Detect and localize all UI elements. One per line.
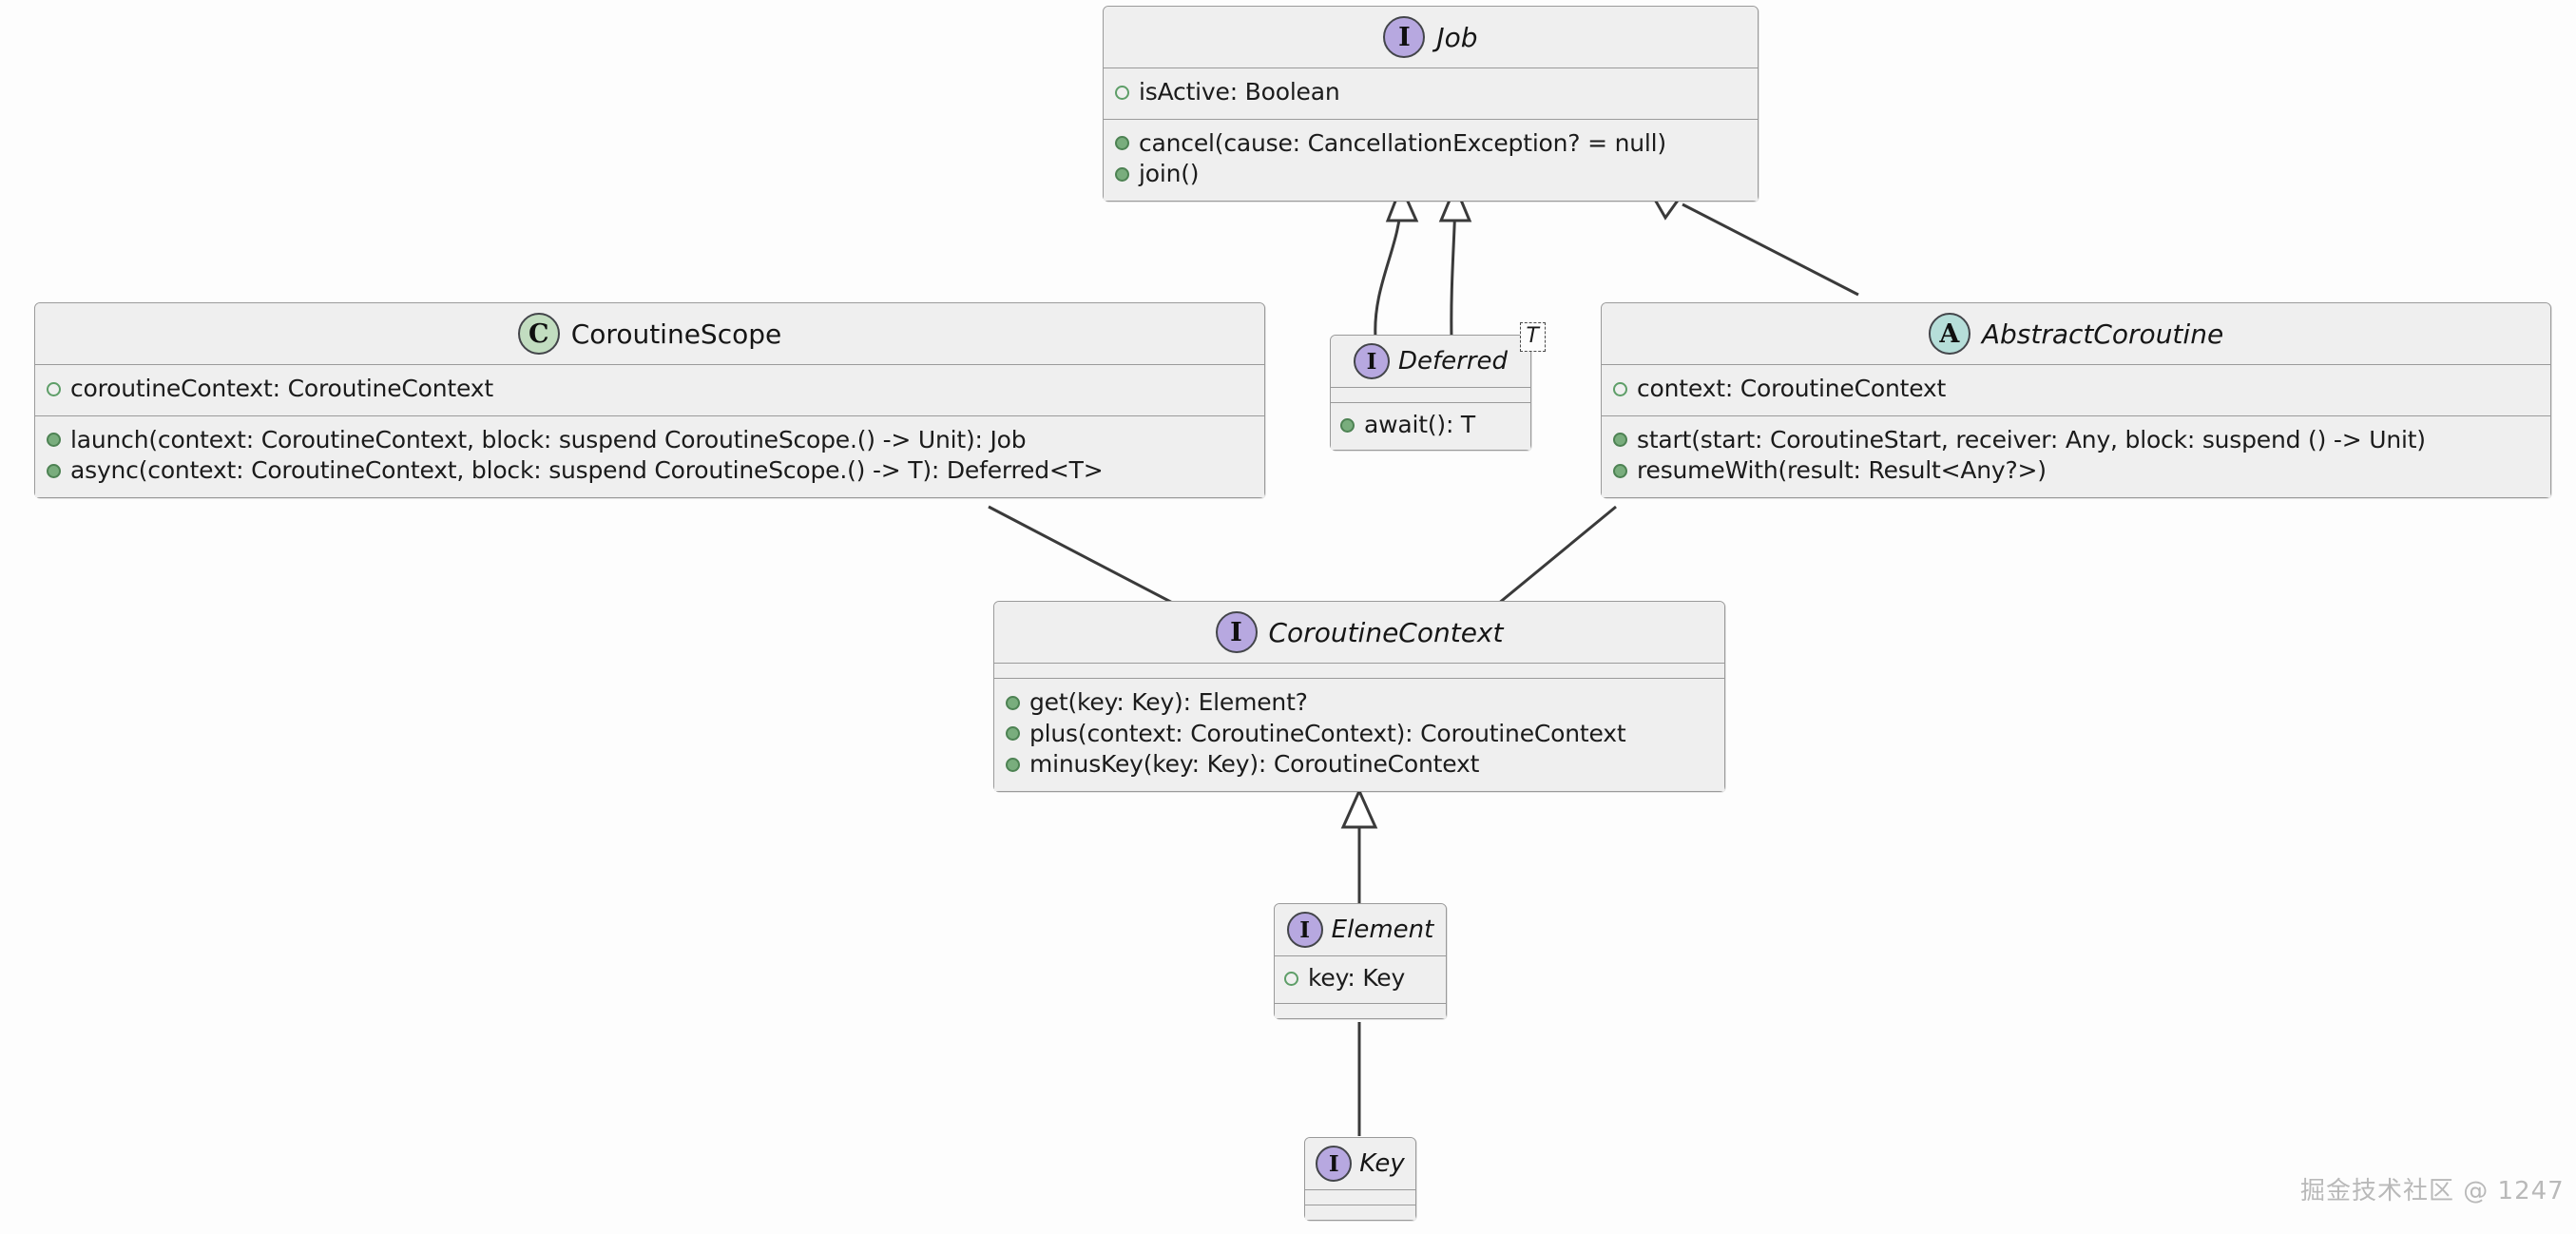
interface-icon: I [1316, 1146, 1353, 1182]
generic-type-parameter: T [1519, 322, 1546, 353]
fields-compartment-abstractcoroutine: context: CoroutineContext [1602, 364, 2550, 415]
method-label: plus(context: CoroutineContext): Corouti… [1029, 719, 1626, 747]
visibility-public-field-icon [47, 381, 61, 396]
class-title-deferred: Deferred [1397, 347, 1509, 376]
visibility-public-method-icon [1006, 726, 1020, 742]
class-header-abstractcoroutine: A AbstractCoroutine [1602, 303, 2550, 364]
method-label: async(context: CoroutineContext, block: … [70, 456, 1104, 484]
fields-compartment-coroutinescope: coroutineContext: CoroutineContext [35, 364, 1264, 415]
methods-compartment-coroutinecontext: get(key: Key): Element? plus(context: Co… [994, 678, 1724, 791]
class-box-key[interactable]: I Key [1304, 1137, 1416, 1221]
edge-deferred-to-job-a [1374, 183, 1419, 338]
method-label: resumeWith(result: Result<Any?>) [1637, 456, 2047, 484]
method-row: get(key: Key): Element? [1006, 687, 1713, 719]
visibility-public-method-icon [47, 463, 61, 478]
watermark-text: 掘金技术社区 @ 1247 [2300, 1177, 2565, 1205]
fields-compartment-coroutinecontext [994, 663, 1724, 678]
class-title-key: Key [1359, 1149, 1405, 1178]
fields-compartment-element: key: Key [1275, 955, 1446, 1003]
visibility-public-method-icon [1340, 417, 1355, 433]
class-title-abstractcoroutine: AbstractCoroutine [1981, 318, 2224, 350]
interface-icon: I [1215, 611, 1258, 653]
visibility-public-method-icon [1115, 166, 1129, 182]
class-box-element[interactable]: I Element key: Key [1274, 903, 1447, 1019]
class-box-coroutinescope[interactable]: C CoroutineScope coroutineContext: Corou… [34, 302, 1265, 498]
method-label: launch(context: CoroutineContext, block:… [70, 425, 1027, 453]
visibility-public-field-icon [1115, 85, 1129, 100]
field-label: key: Key [1308, 964, 1406, 992]
fields-compartment-deferred [1331, 387, 1530, 402]
method-label: minusKey(key: Key): CoroutineContext [1029, 750, 1480, 778]
method-label: join() [1139, 160, 1200, 187]
method-row: plus(context: CoroutineContext): Corouti… [1006, 719, 1713, 750]
methods-compartment-deferred: await(): T [1331, 402, 1530, 450]
fields-compartment-key [1305, 1189, 1415, 1205]
method-label: await(): T [1364, 411, 1475, 438]
visibility-public-method-icon [1613, 463, 1627, 478]
class-title-coroutinecontext: CoroutineContext [1268, 616, 1504, 648]
class-box-coroutinecontext[interactable]: I CoroutineContext get(key: Key): Elemen… [993, 601, 1725, 792]
class-header-job: I Job [1104, 7, 1758, 67]
method-row: await(): T [1340, 410, 1521, 441]
methods-compartment-element [1275, 1002, 1446, 1018]
method-label: cancel(cause: CancellationException? = n… [1139, 128, 1666, 157]
visibility-public-method-icon [1115, 136, 1129, 151]
class-header-coroutinecontext: I CoroutineContext [994, 602, 1724, 663]
edge-coroutinescope-to-coroutinecontext [988, 505, 1184, 610]
method-row: cancel(cause: CancellationException? = n… [1115, 128, 1746, 160]
method-row: launch(context: CoroutineContext, block:… [47, 425, 1253, 456]
edge-abstractcoroutine-to-job [1644, 184, 1859, 297]
visibility-public-field-icon [1284, 971, 1298, 986]
edge-element-to-coroutinecontext [1340, 787, 1378, 903]
visibility-public-method-icon [1006, 695, 1020, 710]
visibility-public-method-icon [1006, 757, 1020, 772]
methods-compartment-job: cancel(cause: CancellationException? = n… [1104, 118, 1758, 201]
field-label: coroutineContext: CoroutineContext [70, 375, 493, 402]
field-row: key: Key [1284, 963, 1436, 994]
visibility-public-method-icon [1613, 433, 1627, 448]
class-box-job[interactable]: I Job isActive: Boolean cancel(cause: Ca… [1103, 6, 1759, 202]
methods-compartment-abstractcoroutine: start(start: CoroutineStart, receiver: A… [1602, 415, 2550, 497]
method-label: start(start: CoroutineStart, receiver: A… [1637, 425, 2426, 453]
class-icon: C [517, 313, 560, 355]
field-row: context: CoroutineContext [1613, 374, 2539, 405]
class-title-element: Element [1331, 916, 1434, 944]
fields-compartment-job: isActive: Boolean [1104, 67, 1758, 119]
class-box-deferred[interactable]: T I Deferred await(): T [1330, 322, 1546, 451]
method-row: start(start: CoroutineStart, receiver: A… [1613, 425, 2539, 456]
edge-abstractcoroutine-to-coroutinecontext [1491, 505, 1617, 610]
interface-icon: I [1353, 343, 1390, 379]
visibility-public-method-icon [47, 433, 61, 448]
methods-compartment-coroutinescope: launch(context: CoroutineContext, block:… [35, 415, 1264, 497]
class-header-deferred: I Deferred [1331, 336, 1530, 387]
field-label: context: CoroutineContext [1637, 375, 1947, 402]
interface-icon: I [1286, 912, 1323, 948]
method-row: resumeWith(result: Result<Any?>) [1613, 455, 2539, 487]
method-row: minusKey(key: Key): CoroutineContext [1006, 749, 1713, 781]
visibility-public-field-icon [1613, 381, 1627, 396]
class-title-job: Job [1436, 21, 1478, 53]
interface-icon: I [1383, 16, 1426, 58]
method-row: async(context: CoroutineContext, block: … [47, 455, 1253, 487]
class-box-abstractcoroutine[interactable]: A AbstractCoroutine context: CoroutineCo… [1601, 302, 2551, 498]
class-header-key: I Key [1305, 1138, 1415, 1189]
field-row: coroutineContext: CoroutineContext [47, 374, 1253, 405]
class-title-coroutinescope: CoroutineScope [570, 318, 782, 350]
field-label: isActive: Boolean [1139, 78, 1340, 106]
abstract-class-icon: A [1928, 313, 1970, 355]
method-label: get(key: Key): Element? [1029, 688, 1308, 716]
class-header-element: I Element [1275, 904, 1446, 955]
edge-deferred-to-job-b [1438, 183, 1472, 338]
methods-compartment-key [1305, 1205, 1415, 1220]
class-header-coroutinescope: C CoroutineScope [35, 303, 1264, 364]
method-row: join() [1115, 159, 1746, 190]
field-row: isActive: Boolean [1115, 77, 1746, 108]
